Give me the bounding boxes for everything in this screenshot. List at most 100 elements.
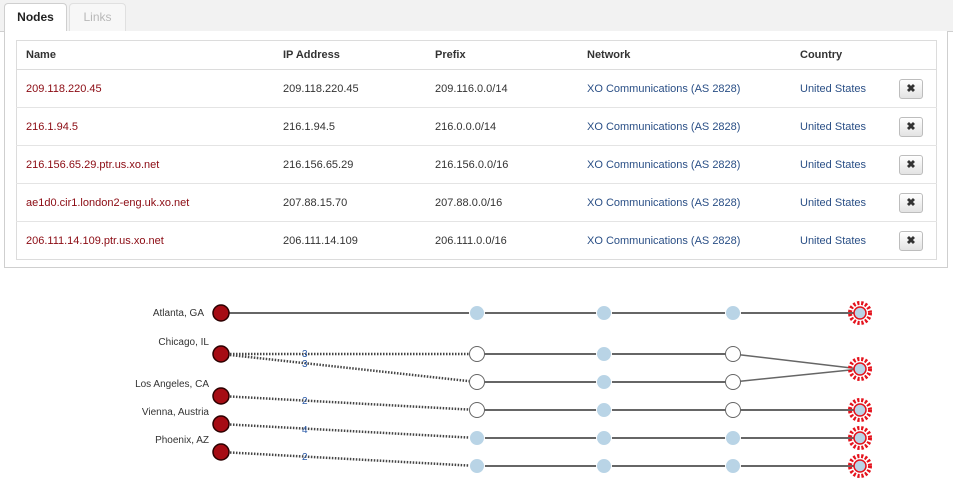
link-count-label: 2 [302,396,308,407]
node-name-link[interactable]: 216.156.65.29.ptr.us.xo.net [16,145,274,184]
node-network-link[interactable]: XO Communications (AS 2828) [578,69,791,108]
target-node[interactable] [848,398,872,422]
node-network-link[interactable]: XO Communications (AS 2828) [587,234,741,247]
link-count-label: 2 [302,452,308,463]
target-nodes [848,301,872,478]
hop-paths [221,312,861,467]
node-name-link[interactable]: 216.1.94.5 [16,107,274,146]
table-row: 216.1.94.5 216.1.94.5 216.0.0.0/14 XO Co… [16,107,937,146]
dotted-link [220,450,478,468]
source-label: Vienna, Austria [142,407,210,418]
node-ip: 206.111.14.109 [283,234,358,247]
node-network-link[interactable]: XO Communications (AS 2828) [578,183,791,222]
source-node[interactable] [212,443,230,461]
source-node[interactable] [212,415,230,433]
path-line [732,368,861,383]
node-network-link[interactable]: XO Communications (AS 2828) [578,145,791,184]
hop-node[interactable] [469,305,485,321]
hop-node[interactable] [596,458,612,474]
link-count-label: 3 [302,349,308,360]
row-actions: ✖ [890,69,937,108]
node-ip: 207.88.15.70 [274,183,426,222]
row-actions: ✖ [890,222,937,260]
column-header-prefix: Prefix [426,40,578,70]
node-ip: 209.118.220.45 [274,69,426,108]
dotted-links [220,352,478,468]
node-name-link[interactable]: ae1d0.cir1.london2-eng.uk.xo.net [16,183,274,222]
link-count-label: 3 [302,359,308,370]
node-prefix: 206.111.0.0/16 [435,234,507,247]
hop-node[interactable] [596,305,612,321]
target-node[interactable] [848,426,872,450]
table-header-row: Name IP Address Prefix Network Country [16,40,937,70]
hop-node[interactable] [725,458,741,474]
row-actions: ✖ [890,107,937,146]
target-node[interactable] [848,454,872,478]
hop-node[interactable] [596,346,612,362]
table-row: 216.156.65.29.ptr.us.xo.net 216.156.65.2… [16,145,937,184]
source-node[interactable] [212,304,230,322]
node-country-link[interactable]: United States [800,234,867,247]
nodes-panel: Name IP Address Prefix Network Country 2… [4,31,948,268]
hop-node[interactable] [469,430,485,446]
column-header-country: Country [791,40,890,70]
node-prefix: 216.156.0.0/16 [426,145,578,184]
path-line [732,353,861,370]
remove-node-button[interactable]: ✖ [899,78,923,99]
table-row: 206.111.14.109.ptr.us.xo.net 206.111.14.… [17,222,937,260]
unknown-hop-node[interactable] [469,346,485,362]
tab-links[interactable]: Links [69,3,126,31]
hop-node[interactable] [596,402,612,418]
hop-node[interactable] [725,430,741,446]
node-prefix: 209.116.0.0/14 [426,69,578,108]
remove-node-button[interactable]: ✖ [899,154,923,175]
node-prefix: 207.88.0.0/16 [426,183,578,222]
node-country-link[interactable]: United States [791,107,890,146]
tab-bar: Nodes Links [0,0,953,32]
dotted-link [220,422,478,440]
remove-node-button[interactable]: ✖ [899,116,923,137]
target-node[interactable] [848,357,872,381]
hop-node[interactable] [596,374,612,390]
link-count-label: 4 [302,425,308,436]
unknown-hop-node[interactable] [725,346,741,362]
node-country-link[interactable]: United States [791,145,890,184]
target-node[interactable] [848,301,872,325]
source-label: Chicago, IL [158,337,209,348]
node-prefix: 216.0.0.0/14 [426,107,578,146]
hop-node[interactable] [469,458,485,474]
hop-node[interactable] [725,305,741,321]
column-header-actions [890,40,937,70]
table-row: 209.118.220.45 209.118.220.45 209.116.0.… [16,69,937,108]
dotted-link [220,394,478,412]
source-label: Los Angeles, CA [135,379,209,390]
remove-node-button[interactable]: ✖ [899,230,923,251]
table-row: ae1d0.cir1.london2-eng.uk.xo.net 207.88.… [16,183,937,222]
unknown-hop-node[interactable] [725,402,741,418]
source-label: Atlanta, GA [153,308,204,319]
traceroute-graph: 3 3 2 4 2 Atlanta, GA Chicago, IL Los An… [135,301,872,478]
source-node[interactable] [212,345,230,363]
row-actions: ✖ [890,183,937,222]
node-name-link[interactable]: 209.118.220.45 [16,69,274,108]
remove-node-button[interactable]: ✖ [899,192,923,213]
unknown-hop-node[interactable] [469,402,485,418]
node-country-link[interactable]: United States [791,69,890,108]
row-actions: ✖ [890,145,937,184]
unknown-hop-node[interactable] [469,374,485,390]
unknown-hop-node[interactable] [725,374,741,390]
column-header-ip: IP Address [274,40,426,70]
column-header-name: Name [16,40,274,70]
hop-node[interactable] [596,430,612,446]
node-ip: 216.156.65.29 [274,145,426,184]
node-name-link[interactable]: 206.111.14.109.ptr.us.xo.net [26,234,164,247]
node-country-link[interactable]: United States [791,183,890,222]
column-header-network: Network [578,40,791,70]
source-node[interactable] [212,387,230,405]
node-ip: 216.1.94.5 [274,107,426,146]
nodes-table: Name IP Address Prefix Network Country 2… [16,40,937,260]
tab-nodes[interactable]: Nodes [4,3,67,32]
node-network-link[interactable]: XO Communications (AS 2828) [578,107,791,146]
source-label: Phoenix, AZ [155,435,209,446]
dotted-link [220,352,478,384]
